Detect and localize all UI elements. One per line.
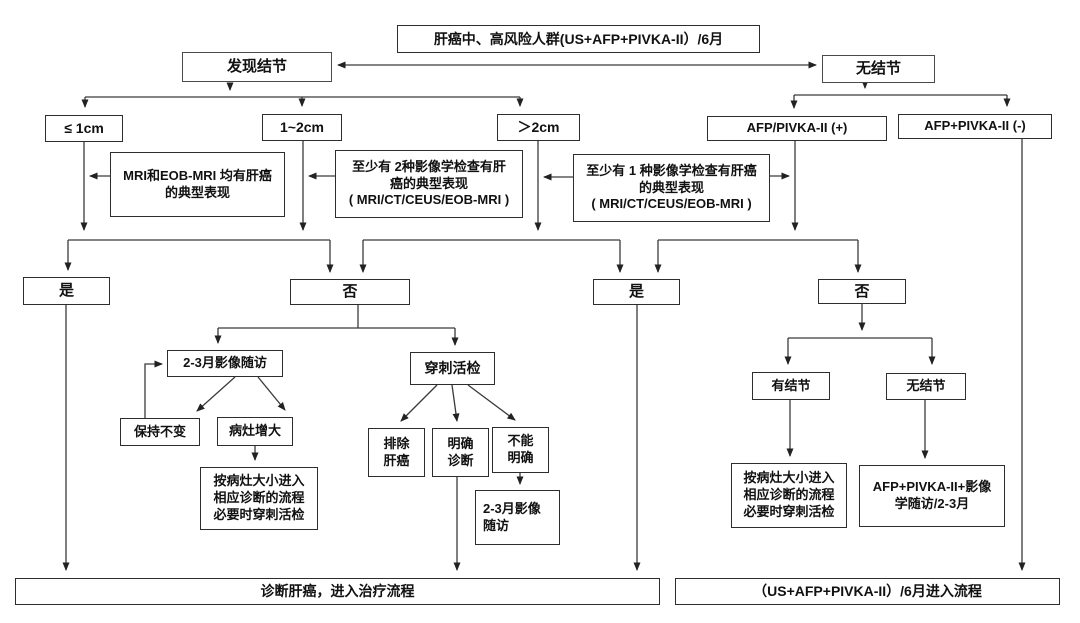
node-afp-pivka-positive: AFP/PIVKA-II (+)	[707, 116, 887, 141]
node-two-imaging-typical: 至少有 2种影像学检查有肝 癌的典型表现 ( MRI/CT/CEUS/EOB-M…	[335, 150, 523, 218]
node-nodule-found: 发现结节	[182, 52, 332, 82]
node-one-imaging-typical: 至少有 1 种影像学检查有肝癌 的典型表现 ( MRI/CT/CEUS/EOB-…	[573, 154, 770, 222]
node-no-left: 否	[290, 279, 410, 305]
node-imaging-followup-2-3mo-2: 2-3月影像 随访	[475, 490, 560, 545]
node-confirmed-diagnosis: 明确 诊断	[432, 428, 489, 477]
node-surveillance-population: 肝癌中、高风险人群(US+AFP+PIVKA-II）/6月	[397, 25, 760, 53]
node-mri-eob-typical: MRI和EOB-MRI 均有肝癌 的典型表现	[110, 152, 285, 217]
node-imaging-followup-2-3mo: 2-3月影像随访	[167, 350, 283, 377]
node-unchanged: 保持不变	[120, 418, 200, 446]
node-reenter-surveillance: （US+AFP+PIVKA-II）/6月进入流程	[675, 578, 1060, 605]
node-lesion-enlarged: 病灶增大	[217, 417, 293, 446]
node-no-right: 否	[818, 279, 906, 304]
node-proceed-by-size-left: 按病灶大小进入 相应诊断的流程 必要时穿刺活检	[200, 467, 318, 530]
node-cannot-confirm: 不能 明确	[492, 427, 549, 473]
node-no-nodule: 无结节	[822, 55, 935, 83]
node-1-2cm: 1~2cm	[262, 114, 342, 141]
node-diagnose-and-treat: 诊断肝癌，进入治疗流程	[15, 578, 660, 605]
node-yes-right: 是	[593, 279, 680, 305]
node-nodule-present: 有结节	[752, 372, 830, 400]
node-le-1cm: ≤ 1cm	[45, 115, 123, 142]
node-no-nodule-2: 无结节	[886, 373, 966, 400]
node-afp-imaging-followup: AFP+PIVKA-II+影像 学随访/2-3月	[859, 465, 1005, 527]
node-yes-left: 是	[23, 277, 110, 305]
node-gt-2cm: ＞2cm	[497, 114, 580, 141]
node-proceed-by-size-right: 按病灶大小进入 相应诊断的流程 必要时穿刺活检	[731, 463, 847, 528]
node-afp-pivka-negative: AFP+PIVKA-II (-)	[898, 114, 1052, 139]
node-biopsy: 穿刺活检	[410, 352, 495, 385]
node-exclude-hcc: 排除 肝癌	[368, 428, 425, 477]
